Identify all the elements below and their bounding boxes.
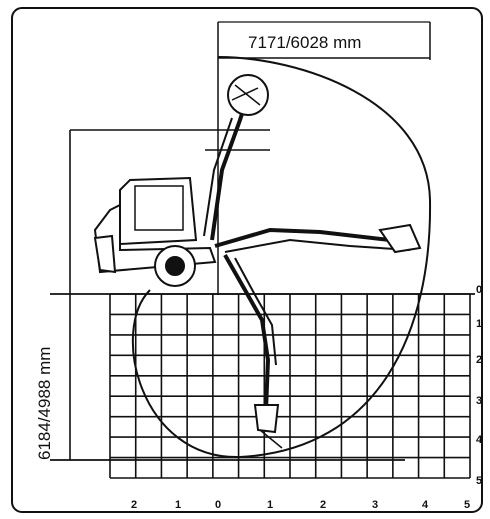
y-tick-labels: 0 1 2 3 4 5 <box>476 284 483 487</box>
x-tick-label: 4 <box>422 499 429 511</box>
rear-wheel-hub <box>165 256 185 276</box>
depth-label: 6184/4988 mm <box>35 347 54 460</box>
x-tick-labels: 2 1 0 1 2 3 4 5 <box>131 499 470 511</box>
y-tick-label: 0 <box>476 284 482 296</box>
reach-envelope-arc <box>131 56 432 459</box>
depth-grid <box>109 293 471 479</box>
y-tick-label: 2 <box>476 354 482 366</box>
boom-extended <box>214 227 391 248</box>
x-tick-label: 0 <box>215 499 221 511</box>
x-tick-label: 1 <box>175 499 181 511</box>
outer-frame <box>11 7 483 513</box>
x-tick-label: 5 <box>464 499 470 511</box>
y-tick-label: 4 <box>476 434 483 446</box>
boom-raised-inner <box>203 117 233 237</box>
boom-lowered <box>223 254 271 411</box>
reach-label: 7171/6028 mm <box>248 33 361 52</box>
y-tick-label: 1 <box>476 318 482 330</box>
x-tick-label: 1 <box>267 499 273 511</box>
front-loader <box>93 234 117 274</box>
bucket-extended <box>378 223 422 254</box>
x-tick-label: 2 <box>131 499 137 511</box>
backhoe-loader-drawing <box>93 74 422 449</box>
y-tick-label: 3 <box>476 395 482 407</box>
bucket-lowered <box>253 404 280 434</box>
x-tick-label: 2 <box>320 499 326 511</box>
x-tick-label: 3 <box>372 499 378 511</box>
y-tick-label: 5 <box>476 475 482 487</box>
cab-window <box>134 185 184 231</box>
